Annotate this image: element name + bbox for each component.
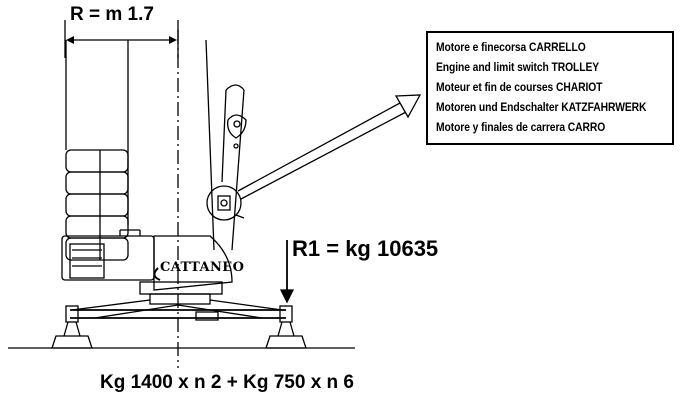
trolley-motor-detail xyxy=(206,185,245,221)
counterweight-stack xyxy=(65,149,129,261)
reaction-arrow-head xyxy=(279,289,295,304)
ballast-label: Kg 1400 x n 2 + Kg 750 x n 6 xyxy=(100,372,354,393)
logo-swoosh xyxy=(153,267,161,281)
legend-line-fr: Moteur et fin de courses CHARIOT xyxy=(436,80,603,94)
legend-line-en: Engine and limit switch TROLLEY xyxy=(436,60,600,74)
legend-line-de: Motoren und Endschalter KATZFAHRWERK xyxy=(436,100,647,114)
reaction-label: R1 = kg 10635 xyxy=(292,236,439,261)
legend-line-it: Motore e finecorsa CARRELLO xyxy=(436,40,586,54)
slewing-unit xyxy=(61,229,233,305)
leader-arrow xyxy=(237,94,422,200)
outriggers xyxy=(70,299,286,321)
outrigger-foot-left xyxy=(51,305,93,349)
legend-box: Motore e finecorsa CARRELLO Engine and l… xyxy=(426,31,674,145)
legend-line-es: Motore y finales de carrera CARRO xyxy=(436,120,606,134)
radius-arrow-right xyxy=(169,36,177,44)
brand-logo: CATTANEO xyxy=(160,260,245,275)
outrigger-foot-right xyxy=(265,305,307,349)
radius-label: R = m 1.7 xyxy=(70,4,154,25)
jib xyxy=(205,39,247,251)
radius-arrow-left xyxy=(66,36,74,44)
